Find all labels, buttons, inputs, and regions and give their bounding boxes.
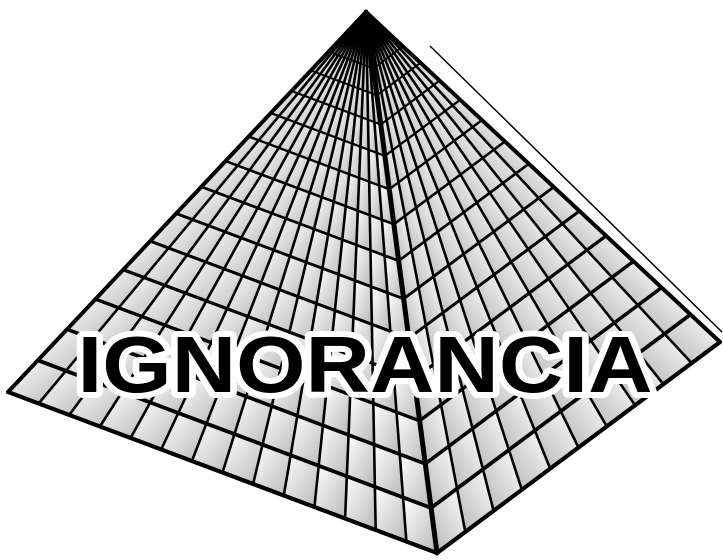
pyramid-caption: IGNORANCIA	[78, 320, 653, 409]
